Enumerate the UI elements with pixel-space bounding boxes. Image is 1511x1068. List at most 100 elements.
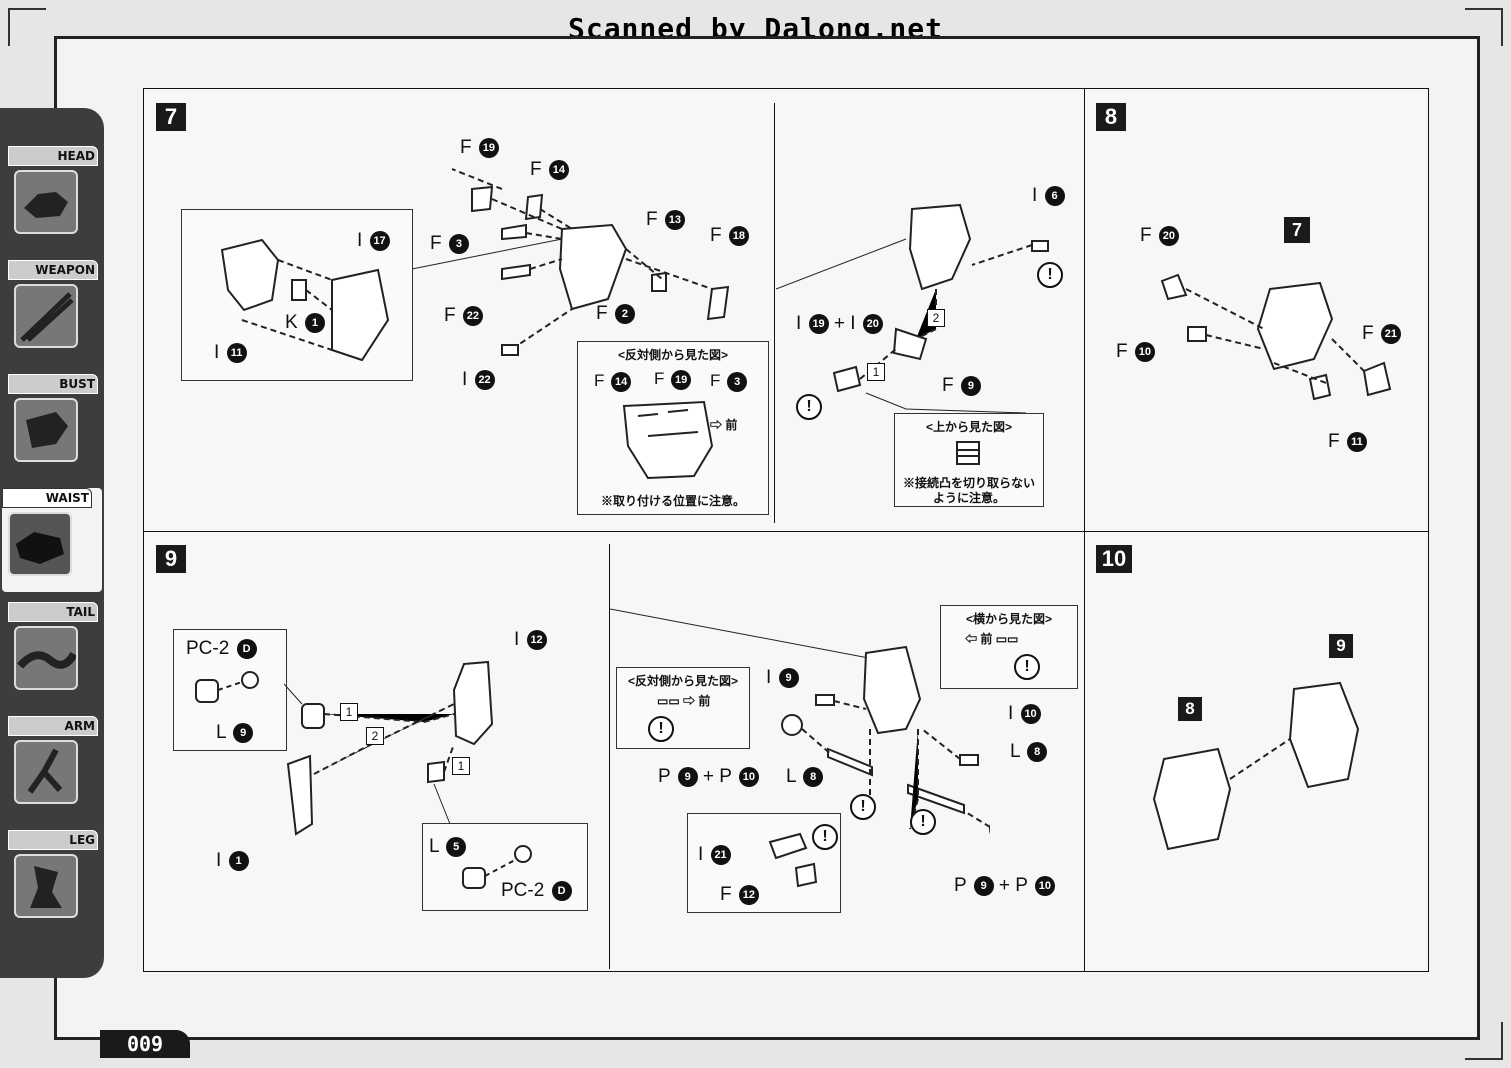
sequence-badge-1: 1 [452, 757, 470, 775]
sequence-badge-2: 2 [366, 727, 384, 745]
part-label-f19: F 19 [460, 137, 499, 159]
head-icon [14, 170, 78, 234]
part-diagram-step8 [1160, 273, 1392, 401]
part-label-pc2: PC-2 D [501, 880, 572, 902]
caution-icon: ! [796, 394, 822, 420]
front-direction: ⇨ 前 [710, 418, 738, 432]
detail-box-opposite-view: <反対側から見た図> ▭▭ ⇨ 前 ! [616, 667, 750, 749]
bust-icon [14, 398, 78, 462]
part-label-i9: I 9 [766, 667, 799, 689]
part-label-i21: I 21 [698, 844, 731, 866]
part-label-f13: F 13 [646, 209, 685, 231]
step-number: 9 [156, 545, 186, 573]
leg-icon [14, 854, 78, 918]
note-connector: ※接続凸を切り取らない [902, 476, 1035, 490]
part-label-l8: L 8 [1010, 741, 1048, 763]
detail-box-title: <反対側から見た図> [627, 674, 739, 688]
part-diagram-pc2-top [195, 671, 259, 703]
part-label-i19-i20: I 19 + I 20 [796, 313, 883, 335]
divider-vertical-main [1084, 89, 1085, 971]
sidebar-item-label: TAIL [8, 602, 98, 622]
page-number: 009 [100, 1030, 190, 1058]
caution-icon: ! [910, 809, 936, 835]
step-reference: 9 [1329, 634, 1353, 658]
sidebar-item-head[interactable]: HEAD [8, 146, 98, 250]
caution-icon: ! [1037, 262, 1063, 288]
detail-box-top-view: <上から見た図> ※接続凸を切り取らない ように注意。 [894, 413, 1044, 507]
sidebar-item-weapon[interactable]: WEAPON [8, 260, 98, 364]
step-number: 8 [1096, 103, 1126, 131]
sidebar-item-waist[interactable]: WAIST [2, 488, 102, 592]
part-diagram-step7-center [412, 168, 730, 356]
part-label-i11: I 11 [214, 342, 247, 364]
part-diagram-step10 [1152, 681, 1360, 851]
waist-icon [8, 512, 72, 576]
sidebar-item-arm[interactable]: ARM [8, 716, 98, 820]
sidebar-item-leg[interactable]: LEG [8, 830, 98, 934]
part-label-i10: I 10 [1008, 703, 1041, 725]
corner-bracket-tr [1465, 8, 1503, 46]
sequence-badge-1: 1 [867, 363, 885, 381]
detail-box-pc2-top: PC-2 D L 9 [173, 629, 287, 751]
front-direction: ▭▭ ⇨ 前 [657, 694, 711, 708]
part-label-l5: L 5 [429, 836, 467, 858]
sequence-badge-1: 1 [340, 703, 358, 721]
part-label-f21: F 21 [1362, 323, 1401, 345]
part-label-f14: F 14 [594, 370, 632, 392]
detail-box-title: <反対側から見た図> [617, 348, 729, 362]
divider-step7-inner [774, 103, 775, 523]
divider-horizontal-main [144, 531, 1428, 532]
sequence-badge-2: 2 [927, 309, 945, 327]
part-diagram-pc2-bottom [462, 845, 532, 889]
corner-bracket-br [1465, 1022, 1503, 1060]
part-label-f2: F 2 [596, 303, 635, 325]
sidebar-item-label: BUST [8, 374, 98, 394]
section-sidebar: HEAD WEAPON BUST WAIST TAIL ARM LEG [0, 108, 104, 978]
step-reference: 7 [1284, 217, 1310, 243]
part-diagram-opposite-view [622, 400, 714, 480]
part-diagram-inner-frame [220, 238, 390, 362]
detail-box-opposite-view: <反対側から見た図> F 14 F 19 F 3 ⇨ 前 ※取り付ける位置に注意… [577, 341, 769, 515]
part-label-f9: F 9 [942, 375, 981, 397]
sidebar-item-label: WEAPON [8, 260, 98, 280]
part-diagram-i21-f12 [768, 832, 818, 888]
part-label-f3: F 3 [710, 370, 748, 392]
detail-box-pc2-bottom: L 5 PC-2 D [422, 823, 588, 911]
detail-box-inner-frame: I 11 I 17 K 1 [181, 209, 413, 381]
sidebar-item-label: ARM [8, 716, 98, 736]
sidebar-item-label: HEAD [8, 146, 98, 166]
part-label-f19: F 19 [654, 368, 692, 390]
step-number: 7 [156, 103, 186, 131]
part-label-i6: I 6 [1032, 185, 1065, 207]
caution-icon: ! [850, 794, 876, 820]
part-label-l8: L 8 [786, 766, 824, 788]
sidebar-item-tail[interactable]: TAIL [8, 602, 98, 706]
part-label-p9-p10: P 9 + P 10 [658, 766, 759, 788]
tail-icon [14, 626, 78, 690]
part-label-k1: K 1 [285, 312, 325, 334]
part-label-i1: I 1 [216, 850, 249, 872]
caution-icon: ! [812, 824, 838, 850]
part-label-pc2: PC-2 D [186, 638, 257, 660]
part-label-f20: F 20 [1140, 225, 1179, 247]
step-number: 10 [1096, 545, 1132, 573]
weapon-icon [14, 284, 78, 348]
note-connector-2: ように注意。 [932, 491, 1005, 505]
part-diagram-step7-right [776, 203, 1049, 414]
detail-box-side-view: <横から見た図> ⇦ 前 ▭▭ ! [940, 605, 1078, 689]
front-direction: ⇦ 前 ▭▭ [965, 632, 1019, 646]
part-label-f12: F 12 [720, 884, 759, 906]
part-label-f18: F 18 [710, 225, 749, 247]
part-diagram-step9-right [610, 608, 990, 834]
step-reference: 8 [1178, 697, 1202, 721]
instruction-content: 7 I 11 I 17 K 1 F 19 F 14 F 13 F 18 F 3 … [143, 88, 1429, 972]
part-label-l9: L 9 [216, 722, 254, 744]
caution-icon: ! [648, 716, 674, 742]
part-label-f11: F 11 [1328, 431, 1367, 453]
divider-step9-inner [609, 544, 610, 969]
detail-box-title: <上から見た図> [925, 420, 1013, 434]
sidebar-item-label: WAIST [2, 488, 92, 508]
part-label-i17: I 17 [357, 230, 390, 252]
part-label-f3: F 3 [430, 233, 469, 255]
sidebar-item-bust[interactable]: BUST [8, 374, 98, 478]
